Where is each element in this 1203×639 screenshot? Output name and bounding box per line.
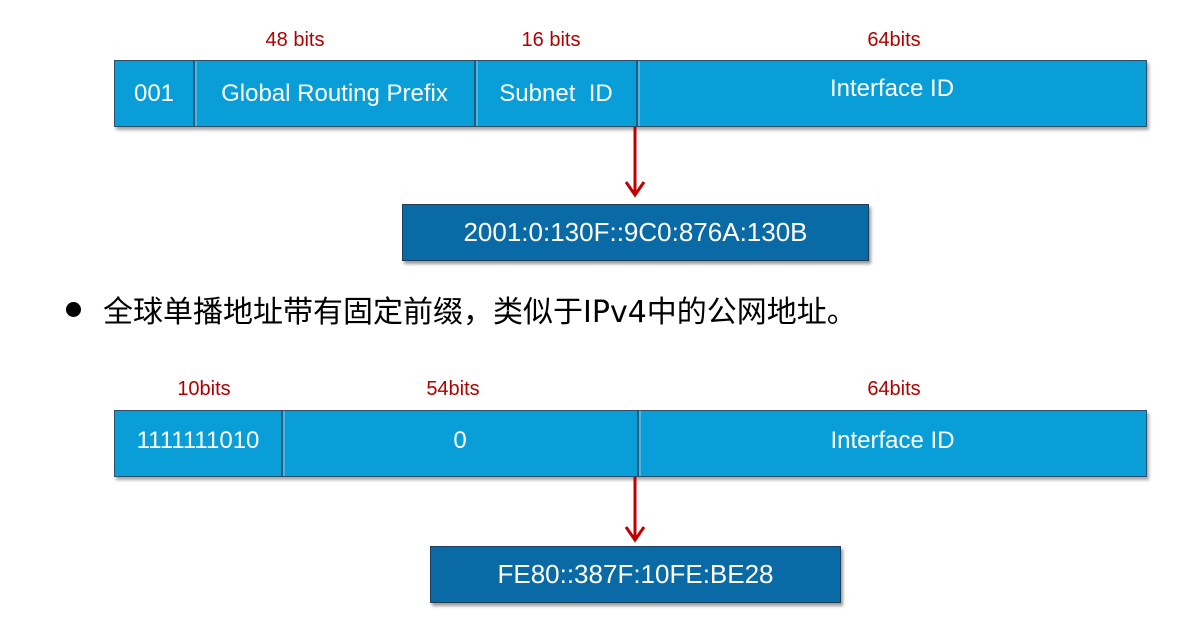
bits-label-link-local-interface: 64bits: [867, 378, 921, 400]
bits-label-link-local-prefix: 10bits: [177, 378, 231, 400]
bullet-dot-icon: [66, 301, 81, 317]
field-global-routing-prefix-label: Global Routing Prefix: [221, 79, 448, 107]
field-link-local-prefix-label: 1111111010: [136, 427, 260, 454]
bits-label-subnet: 16 bits: [521, 29, 581, 51]
down-arrow-icon: [624, 477, 646, 543]
bits-label-routing-prefix: 48 bits: [265, 29, 325, 51]
field-interface-id-label: Interface ID: [829, 75, 955, 102]
field-prefix-label: 001: [133, 79, 175, 107]
bits-label-zeros: 54bits: [426, 378, 480, 400]
field-interface-id: Interface ID: [636, 61, 1146, 126]
link-local-address-format: 1111111010 0 Interface ID: [114, 410, 1147, 477]
bits-label-interface: 64bits: [867, 29, 921, 51]
field-subnet-id: Subnet ID: [474, 61, 636, 126]
field-zeros-label: 0: [453, 427, 467, 454]
bullet-note: 全球单播地址带有固定前缀，类似于IPv4中的公网地址。: [66, 287, 857, 331]
field-link-local-interface-id: Interface ID: [637, 411, 1146, 476]
down-arrow-icon: [624, 127, 646, 198]
global-unicast-address-format: 001 Global Routing Prefix Subnet ID Inte…: [114, 60, 1147, 127]
field-global-routing-prefix: Global Routing Prefix: [193, 61, 474, 126]
field-prefix: 001: [115, 61, 193, 126]
field-subnet-id-label: Subnet ID: [499, 79, 613, 107]
link-local-example-text: FE80::387F:10FE:BE28: [497, 559, 774, 589]
bullet-note-text: 全球单播地址带有固定前缀，类似于IPv4中的公网地址。: [103, 295, 857, 330]
field-zeros: 0: [281, 411, 637, 476]
field-link-local-interface-id-label: Interface ID: [830, 427, 955, 454]
global-unicast-example-address: 2001:0:130F::9C0:876A:130B: [402, 204, 869, 261]
global-unicast-example-text: 2001:0:130F::9C0:876A:130B: [463, 217, 808, 247]
link-local-example-address: FE80::387F:10FE:BE28: [430, 546, 841, 603]
field-link-local-prefix: 1111111010: [115, 411, 281, 476]
